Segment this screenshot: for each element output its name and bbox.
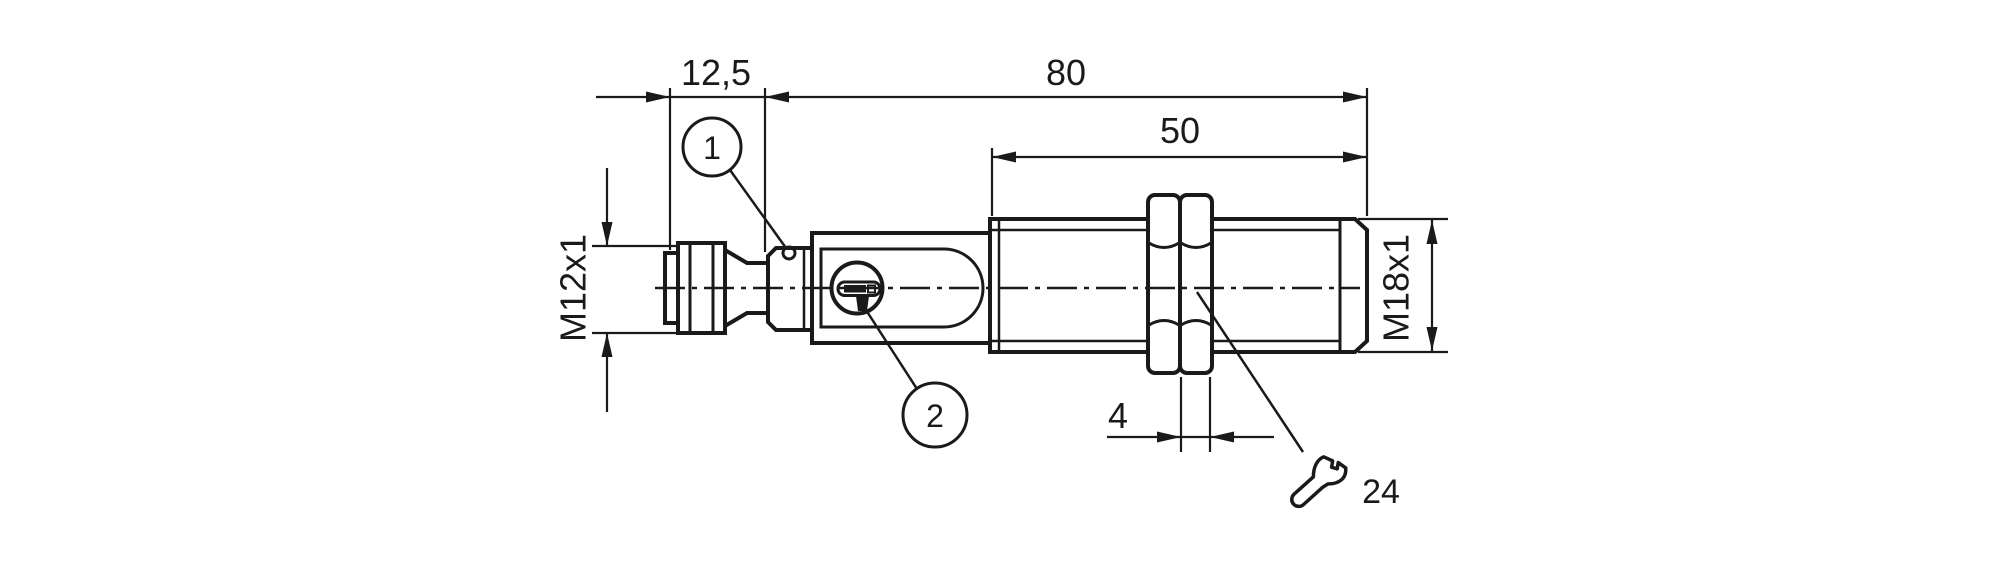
dimension-m18: M18x1: [1358, 217, 1448, 354]
nut-facet-line: [1148, 241, 1180, 249]
arrowhead-left-icon: [765, 91, 789, 103]
callout-2-number: 2: [926, 398, 944, 434]
m18-thread-label: M18x1: [1376, 234, 1417, 342]
dimension-12-5: 12,5: [596, 52, 1367, 252]
arrowhead-right-icon: [1343, 91, 1367, 103]
nut-facet-line: [1148, 319, 1180, 327]
dimension-12-5-label: 12,5: [681, 52, 751, 93]
nut-facet-line: [1180, 319, 1212, 327]
lock-nut-2: [1178, 193, 1214, 375]
leader-line: [1195, 291, 1305, 453]
lock-nuts: [1146, 193, 1214, 375]
arrowhead-left-icon: [1210, 431, 1234, 443]
led-hole: [781, 245, 797, 261]
callout-2: 2: [864, 309, 969, 449]
callout-2-circle: [901, 381, 969, 449]
wrench-icon: [1290, 455, 1348, 509]
arrowhead-right-icon: [646, 91, 670, 103]
dimension-50: 50: [990, 110, 1367, 216]
arrowhead-left-icon: [992, 151, 1016, 163]
arrowhead-right-icon: [1157, 431, 1181, 443]
arrowhead-down-icon: [601, 222, 613, 246]
leader-line: [728, 169, 788, 249]
housing-window-slot: [819, 247, 985, 329]
potentiometer-tab: [856, 296, 869, 311]
arrowhead-up-icon: [1426, 220, 1438, 244]
m12-thread-label: M12x1: [553, 234, 594, 342]
leader-line: [864, 309, 919, 390]
arrowhead-down-icon: [1426, 327, 1438, 351]
callout-1: 1: [681, 116, 788, 249]
arrowhead-right-icon: [1343, 151, 1367, 163]
lock-nut-1: [1146, 193, 1182, 375]
callout-1-circle: [681, 116, 743, 178]
dimension-m12: M12x1: [553, 168, 676, 412]
arrowhead-up-icon: [601, 333, 613, 357]
wrench-size-label: 24: [1362, 473, 1400, 511]
dimension-4-label: 4: [1108, 395, 1128, 436]
wrench-callout: 24: [1195, 291, 1400, 511]
dimension-80-label: 80: [1046, 52, 1086, 93]
dimension-80: 80: [1046, 52, 1369, 216]
dimension-50-label: 50: [1160, 110, 1200, 151]
dimension-4: 4: [1107, 377, 1274, 452]
nut-facet-line: [1180, 241, 1212, 249]
callout-1-number: 1: [703, 130, 721, 166]
